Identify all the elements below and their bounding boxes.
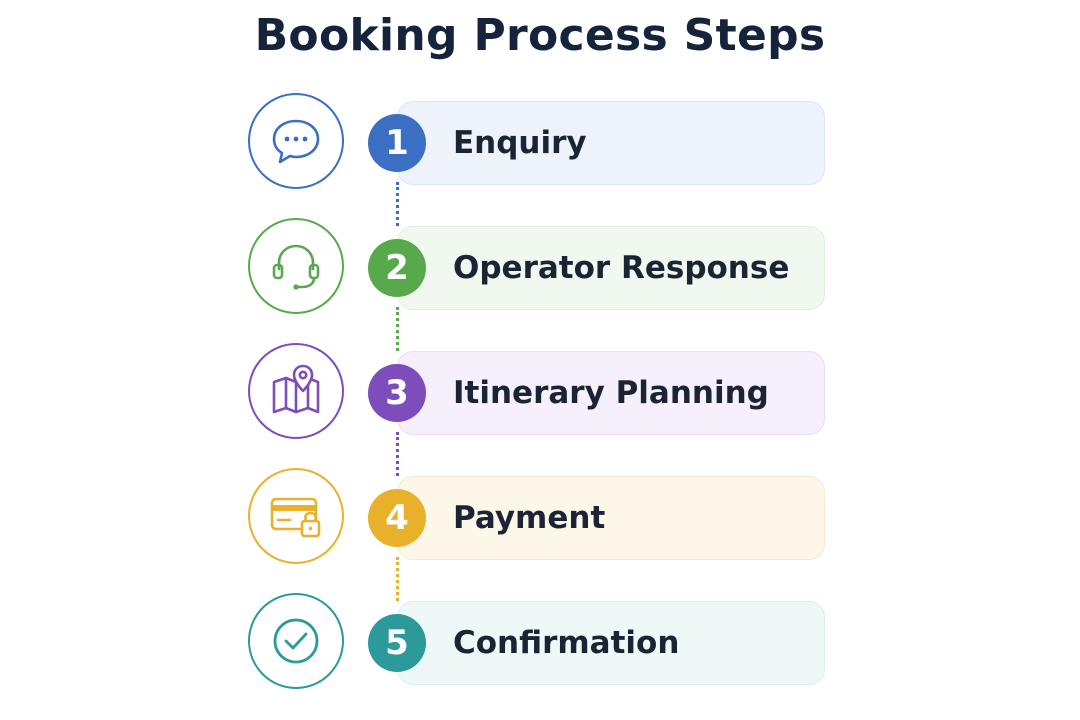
step-enquiry: 1 Enquiry	[0, 93, 1080, 193]
step-icon-circle	[248, 593, 344, 689]
step-icon-circle	[248, 218, 344, 314]
diagram-title: Booking Process Steps	[254, 10, 826, 61]
step-number-badge: 5	[368, 614, 426, 672]
credit-card-lock-icon	[270, 497, 321, 538]
step-card	[397, 476, 825, 560]
step-icon-circle	[248, 468, 344, 564]
step-card	[397, 351, 825, 435]
connector-4-5	[396, 557, 399, 601]
connector-2-3	[396, 307, 399, 351]
step-label: Enquiry	[453, 125, 587, 161]
step-itinerary-planning: 3 Itinerary Planning	[0, 343, 1080, 443]
step-operator-response: 2 Operator Response	[0, 218, 1080, 318]
step-label: Confirmation	[453, 625, 680, 661]
step-number-badge: 4	[368, 489, 426, 547]
step-label: Itinerary Planning	[453, 375, 769, 411]
step-confirmation: 5 Confirmation	[0, 593, 1080, 693]
step-icon-circle	[248, 93, 344, 189]
step-number-badge: 1	[368, 114, 426, 172]
headset-icon	[272, 244, 320, 290]
connector-3-4	[396, 432, 399, 476]
chat-bubble-icon	[272, 119, 320, 164]
check-circle-icon	[273, 618, 319, 664]
step-label: Operator Response	[453, 250, 790, 286]
map-pin-icon	[272, 364, 320, 414]
step-number-badge: 3	[368, 364, 426, 422]
connector-1-2	[396, 182, 399, 226]
step-card	[397, 601, 825, 685]
step-icon-circle	[248, 343, 344, 439]
step-payment: 4 Payment	[0, 468, 1080, 568]
step-label: Payment	[453, 500, 606, 536]
step-card	[397, 101, 825, 185]
step-number-badge: 2	[368, 239, 426, 297]
